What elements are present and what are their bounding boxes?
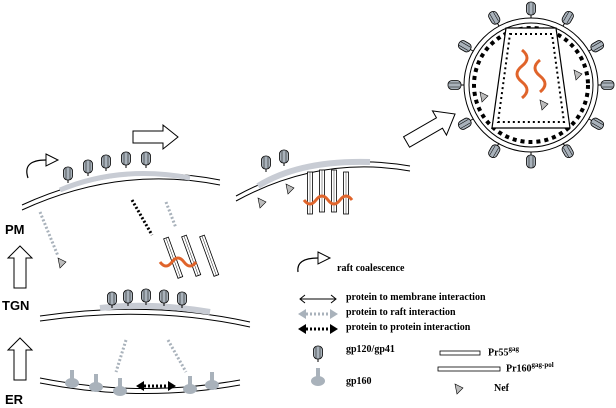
- legend-pr160-sup: gag-pol: [531, 361, 554, 369]
- legend-protein-protein-label: protein to protein interaction: [346, 322, 471, 333]
- nef-pm: [57, 257, 67, 269]
- nef-virion-1: [479, 91, 489, 103]
- legend-pr55-sup: gag: [508, 345, 520, 353]
- legend-pr55-base: Pr55: [488, 347, 509, 359]
- tgn-membrane: [39, 302, 251, 328]
- virion: [463, 17, 599, 153]
- nef-virion-3: [539, 99, 549, 111]
- label-pm: PM: [5, 222, 25, 237]
- nef-budding-1: [257, 197, 267, 209]
- raft-coalescence-arrowhead-left: [45, 153, 60, 167]
- nef-virion-2: [573, 69, 583, 81]
- arrow-tgn-to-pm: [6, 245, 34, 289]
- nef-budding-2: [285, 183, 295, 195]
- legend-pr55-icon: [439, 350, 481, 356]
- legend-pr160-label: Pr160gag-pol: [506, 361, 554, 374]
- legend-pr160-icon: [437, 366, 501, 372]
- legend-pr55-label: Pr55gag: [488, 345, 519, 358]
- legend-nef-icon: [454, 383, 464, 395]
- er-protein-protein-arrow: [136, 381, 176, 391]
- legend-protein-raft-icon: [298, 309, 338, 319]
- budding-gag-cluster: [302, 169, 354, 215]
- legend-nef-label: Nef: [494, 383, 509, 394]
- tgn-dotted-grey-arrow-right: [166, 339, 188, 373]
- raft-coalescence-arrow-left: [26, 159, 47, 179]
- pm-dotted-white-arrow: [164, 201, 178, 229]
- legend-gp160-label: gp160: [346, 376, 372, 387]
- pm-dotted-black-arrow: [130, 199, 154, 236]
- pm-membrane: [21, 171, 221, 211]
- arrow-to-budding: [132, 123, 179, 151]
- legend-protein-raft-label: protein to raft interaction: [346, 307, 456, 318]
- legend-protein-membrane-label: protein to membrane interaction: [346, 292, 486, 303]
- pm-dotted-grey-arrow: [38, 211, 60, 257]
- legend-gp120-gp41-label: gp120/gp41: [346, 344, 395, 355]
- label-er: ER: [5, 392, 24, 407]
- tgn-dotted-grey-arrow-left: [114, 339, 128, 373]
- arrow-to-virion: [402, 110, 456, 148]
- legend-raft-coalescence-label: raft coalescence: [337, 263, 405, 274]
- budding-envelope-proteins: [261, 149, 289, 173]
- legend-gp160-icon: [309, 366, 327, 388]
- legend-protein-membrane-icon: [299, 294, 337, 304]
- legend-gp120-gp41-icon: [313, 345, 323, 363]
- legend-raft-coalescence-icon: [297, 251, 332, 273]
- pm-gag-cluster: [158, 234, 220, 279]
- arrow-er-to-tgn: [6, 337, 34, 381]
- legend-pr160-base: Pr160: [506, 363, 532, 375]
- label-tgn: TGN: [2, 298, 29, 313]
- legend-protein-protein-icon: [298, 324, 338, 334]
